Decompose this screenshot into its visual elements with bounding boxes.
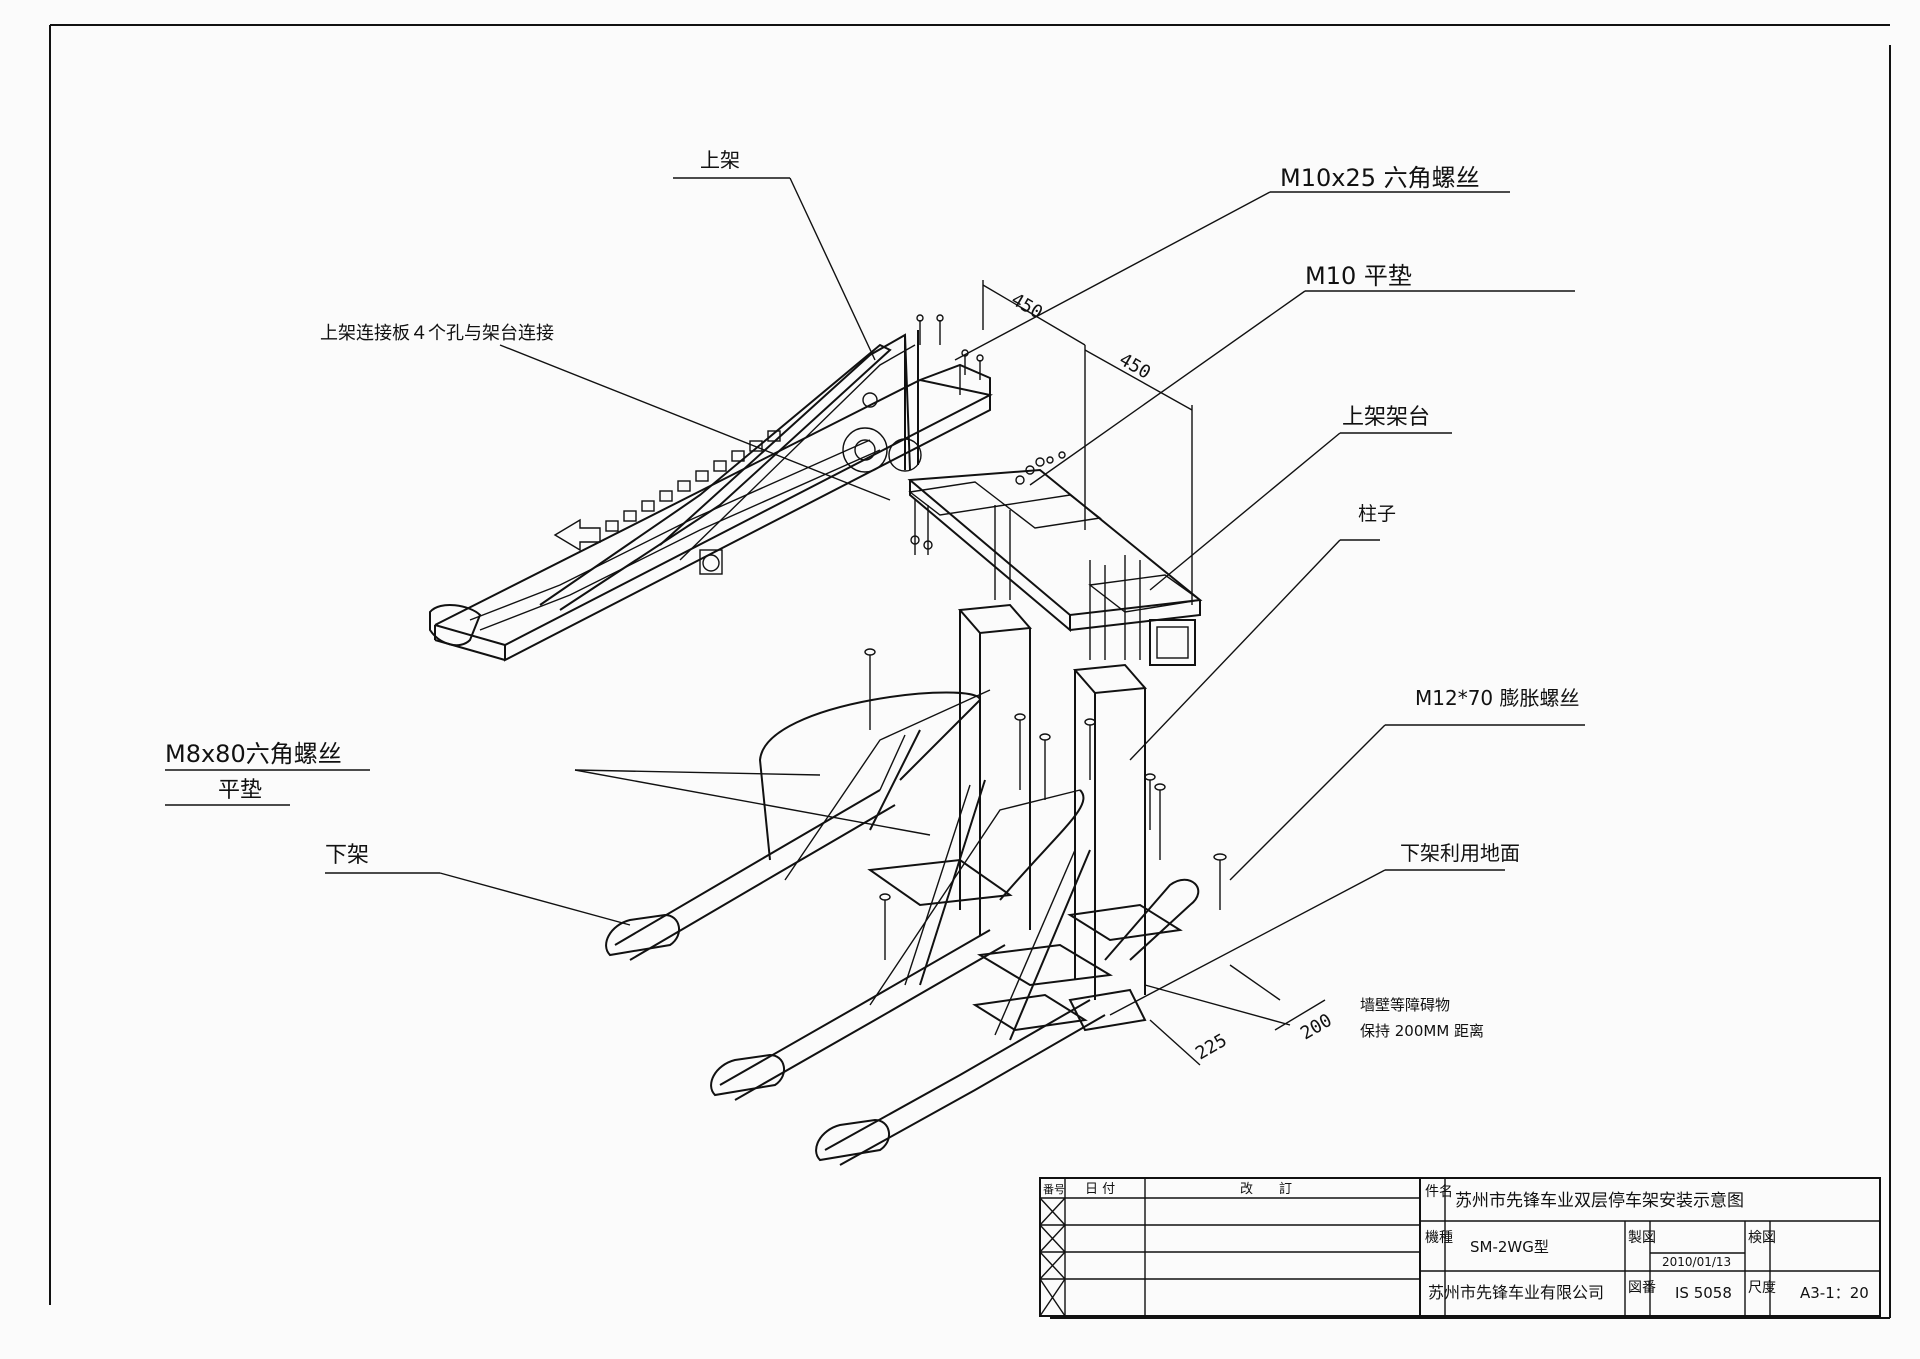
direction-arrow — [553, 518, 601, 552]
lower-rack-label: 下架 — [325, 843, 369, 868]
dimension-200: 200 — [1297, 1010, 1336, 1044]
lower-racks-drawing — [605, 648, 1326, 1166]
scale-value: A3-1：20 — [1800, 1284, 1869, 1302]
wall-note-line-2: 保持 200MM 距离 — [1360, 1022, 1484, 1040]
anchor-bolts — [864, 648, 1227, 960]
label-checked: 検図 — [1748, 1230, 1776, 1246]
label-drawn: 製図 — [1628, 1230, 1656, 1246]
drawn-date: 2010/01/13 — [1662, 1255, 1731, 1269]
washer-flat-label: 平垫 — [218, 778, 262, 803]
upper-rack-drawing — [429, 314, 993, 662]
bolt-m10x25-label: M10x25 六角螺丝 — [1280, 164, 1480, 192]
label-scale: 尺度 — [1748, 1280, 1776, 1296]
col-no-header: 番号 — [1043, 1183, 1065, 1196]
lower-ground-label: 下架利用地面 — [1400, 841, 1520, 865]
dimension-lines — [982, 280, 1193, 605]
platform-drawing — [867, 451, 1203, 1032]
washer-m10-label: M10 平垫 — [1305, 262, 1412, 290]
dimension-450-second: 450 — [1116, 349, 1155, 383]
title-block: 番号 日 付 改 訂 件名 苏州市先锋车业双层停车架安装示意图 機種 SM-2W… — [1039, 1177, 1881, 1317]
revision-crosses — [1039, 1197, 1066, 1317]
label-drawing-no: 図番 — [1628, 1280, 1656, 1296]
upper-platform-label: 上架架台 — [1342, 405, 1430, 430]
dimension-225: 225 — [1192, 1030, 1231, 1064]
expansion-bolt-label: M12*70 膨胀螺丝 — [1415, 686, 1580, 710]
column-label: 柱子 — [1358, 503, 1396, 525]
upper-plate-note: 上架连接板４个孔与架台连接 — [320, 323, 554, 344]
part-name: 苏州市先锋车业双层停车架安装示意图 — [1455, 1191, 1744, 1211]
model-value: SM-2WG型 — [1470, 1238, 1549, 1256]
wall-note-line-1: 墙壁等障碍物 — [1360, 996, 1450, 1014]
label-part-name: 件名 — [1425, 1184, 1453, 1200]
col-revision-header: 改 訂 — [1240, 1181, 1292, 1197]
leader-lines — [165, 177, 1585, 1016]
company-name: 苏州市先锋车业有限公司 — [1428, 1283, 1604, 1302]
col-date-header: 日 付 — [1085, 1182, 1115, 1197]
upper-rack-label: 上架 — [700, 148, 740, 172]
upper-bolts — [910, 314, 984, 555]
label-model: 機種 — [1425, 1230, 1453, 1246]
bolt-m8x80-label: M8x80六角螺丝 — [165, 740, 342, 768]
drawing-number: IS 5058 — [1675, 1284, 1732, 1302]
